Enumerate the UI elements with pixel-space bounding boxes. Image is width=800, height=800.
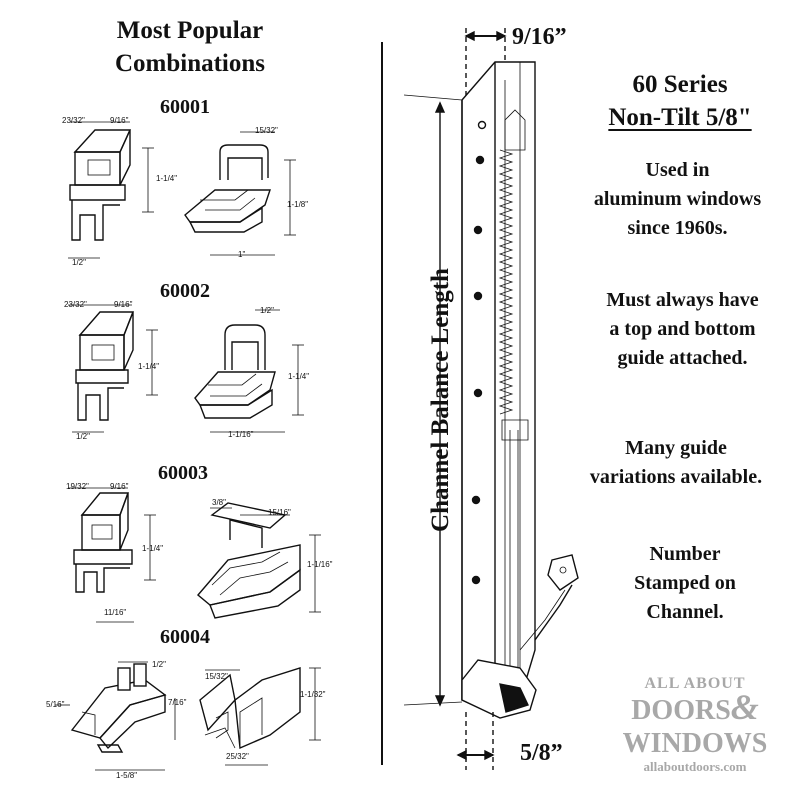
left-title-line2: Combinations: [114, 50, 266, 77]
guide-60003-top-drawing: [68, 487, 156, 623]
series-title-line1: 60 Series: [632, 71, 728, 98]
guide-60003-bottom-drawing: [197, 502, 321, 619]
brand-logo: ALL ABOUT DOORS& WINDOWS allaboutdoors.c…: [600, 676, 790, 776]
used-in-line3: since 1960s.: [627, 217, 728, 239]
dim-60001-top-height: 1-1/4": [156, 174, 178, 183]
brand-doors-row: DOORS&: [600, 689, 790, 730]
dim-60002-top-height: 1-1/4": [138, 362, 160, 371]
dim-60004-top-width: 1-5/8": [116, 771, 138, 780]
number-line2: Stamped on: [634, 572, 736, 594]
guide-60004-bottom-drawing: [199, 667, 321, 766]
dim-60002-top-b: 9/16": [114, 300, 133, 309]
many-line1: Many guide: [625, 437, 727, 459]
dim-60001-top-b: 9/16": [110, 116, 129, 125]
guide-60002-top-drawing: [68, 304, 158, 433]
many-line2: variations available.: [589, 466, 763, 488]
must-text: Must always have a top and bottom guide …: [580, 286, 785, 373]
balance-length-label: Channel Balance Length: [427, 268, 455, 532]
dim-60001-top-a: 23/32": [62, 116, 85, 125]
series-title: 60 Series Non-Tilt 5/8": [580, 68, 780, 134]
dim-60003-bottom-b: 15/16": [268, 508, 291, 517]
dim-60003-bottom-a: 3/8": [212, 498, 226, 507]
left-title-line1: Most Popular: [116, 17, 264, 44]
balance-top-width-label: 9/16”: [512, 24, 567, 50]
dim-60002-top-base: 1/2": [76, 432, 90, 441]
dim-60002-top-a: 23/32": [64, 300, 87, 309]
left-title: Most Popular Combinations: [75, 14, 305, 80]
used-in-line1: Used in: [645, 159, 710, 181]
brand-amp: &: [730, 687, 759, 727]
brand-url: allaboutdoors.com: [643, 759, 747, 774]
dim-60004-top-left: 5/16": [46, 700, 65, 709]
must-line2: a top and bottom: [609, 318, 756, 340]
dim-60004-bottom-width: 25/32": [226, 752, 249, 761]
balance-bottom-width-label: 5/8”: [520, 740, 563, 766]
part-number-60004: 60004: [160, 626, 210, 648]
dim-60002-bottom-top: 1/2": [260, 306, 274, 315]
dim-60003-top-height: 1-1/4": [142, 544, 164, 553]
dim-60003-top-b: 9/16": [110, 482, 129, 491]
brand-line1: ALL ABOUT: [644, 675, 746, 692]
used-in-line2: aluminum windows: [593, 188, 762, 210]
number-line3: Channel.: [646, 601, 724, 623]
balance-length-text: Channel Balance Length: [427, 268, 454, 532]
part-number-60003: 60003: [158, 462, 208, 484]
dim-60001-bottom-width: 1": [238, 250, 246, 259]
dim-60004-top-right: 7/16": [168, 698, 187, 707]
guide-60001-top-drawing: [68, 121, 154, 259]
many-text: Many guide variations available.: [566, 434, 786, 492]
series-title-line2: Non-Tilt 5/8": [608, 104, 752, 131]
dim-60004-bottom-height: 1-1/32": [300, 690, 326, 699]
brand-line3: WINDOWS: [622, 728, 768, 759]
dim-60004-top-top: 1/2": [152, 660, 166, 669]
used-in-text: Used in aluminum windows since 1960s.: [570, 156, 785, 243]
guide-60002-bottom-drawing: [194, 309, 304, 433]
dim-60001-bottom-height: 1-1/8": [287, 200, 309, 209]
dim-60002-bottom-width: 1-1/16": [228, 430, 254, 439]
dim-60001-top-base: 1/2": [72, 258, 86, 267]
part-number-60001: 60001: [160, 96, 210, 118]
guide-60004-top-drawing: [55, 661, 176, 771]
dim-60003-top-base: 11/16": [104, 608, 127, 617]
dim-60003-bottom-height: 1-1/16": [307, 560, 333, 569]
channel-balance-drawing: [403, 28, 579, 770]
dim-60001-bottom-top: 15/32": [255, 126, 278, 135]
dim-60002-bottom-height: 1-1/4": [288, 372, 310, 381]
guide-60001-bottom-drawing: [184, 131, 296, 256]
must-line3: guide attached.: [617, 347, 748, 369]
must-line1: Must always have: [606, 289, 759, 311]
number-text: Number Stamped on Channel.: [610, 540, 760, 627]
part-number-60002: 60002: [160, 280, 210, 302]
dim-60003-top-a: 19/32": [66, 482, 89, 491]
number-line1: Number: [649, 543, 721, 565]
brand-line2: DOORS: [631, 695, 731, 726]
dim-60004-bottom-top: 15/32": [205, 672, 228, 681]
